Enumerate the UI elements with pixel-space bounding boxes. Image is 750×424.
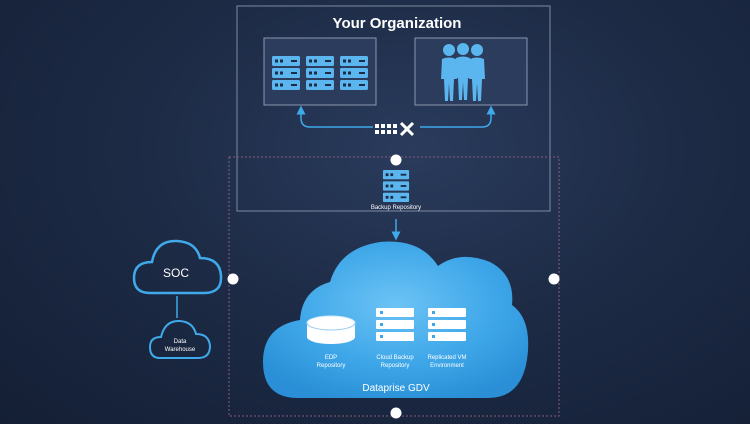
- organization-frame: Your Organization: [236, 5, 551, 212]
- right-connector-dot: [548, 273, 560, 285]
- bottom-connector-dot: [390, 407, 402, 419]
- brand-logo-icon: [375, 121, 415, 137]
- vm-server-icon: [428, 308, 466, 341]
- users-panel: [414, 37, 528, 106]
- edp-label-line2: Repository: [317, 363, 346, 369]
- dataprise-gdv-cloud: EDP Repository Cloud Backup Repository: [262, 241, 529, 398]
- top-connector-dot: [390, 154, 402, 166]
- edp-repository: EDP Repository: [306, 315, 356, 369]
- server-rack-icon: [272, 56, 368, 90]
- cloud-backup-repository: Cloud Backup Repository: [376, 308, 414, 369]
- database-icon: [306, 315, 356, 344]
- organization-title: Your Organization: [333, 15, 462, 32]
- backup-repository-label: Backup Repository: [371, 205, 421, 211]
- cloud-backup-server-icon: [376, 308, 414, 341]
- replicated-label-line2: Environment: [430, 363, 464, 369]
- backup-server-icon: [383, 170, 409, 202]
- data-warehouse-cloud: Data Warehouse: [148, 319, 212, 359]
- soc-cloud: SOC: [132, 239, 223, 295]
- warehouse-label-line2: Warehouse: [165, 347, 196, 353]
- backup-repository: Backup Repository: [371, 170, 421, 211]
- cloud-backup-label-line1: Cloud Backup: [376, 355, 414, 361]
- gdv-title: Dataprise GDV: [362, 383, 430, 394]
- org-connector: [296, 105, 496, 137]
- replicated-vm-environment: Replicated VM Environment: [427, 308, 467, 369]
- replicated-label-line1: Replicated VM: [427, 355, 466, 361]
- warehouse-label-line1: Data: [174, 339, 187, 345]
- soc-label: SOC: [163, 266, 189, 280]
- edp-label-line1: EDP: [325, 355, 337, 361]
- servers-panel: [263, 37, 377, 106]
- cloud-backup-label-line2: Repository: [381, 363, 410, 369]
- left-connector-dot: [227, 273, 239, 285]
